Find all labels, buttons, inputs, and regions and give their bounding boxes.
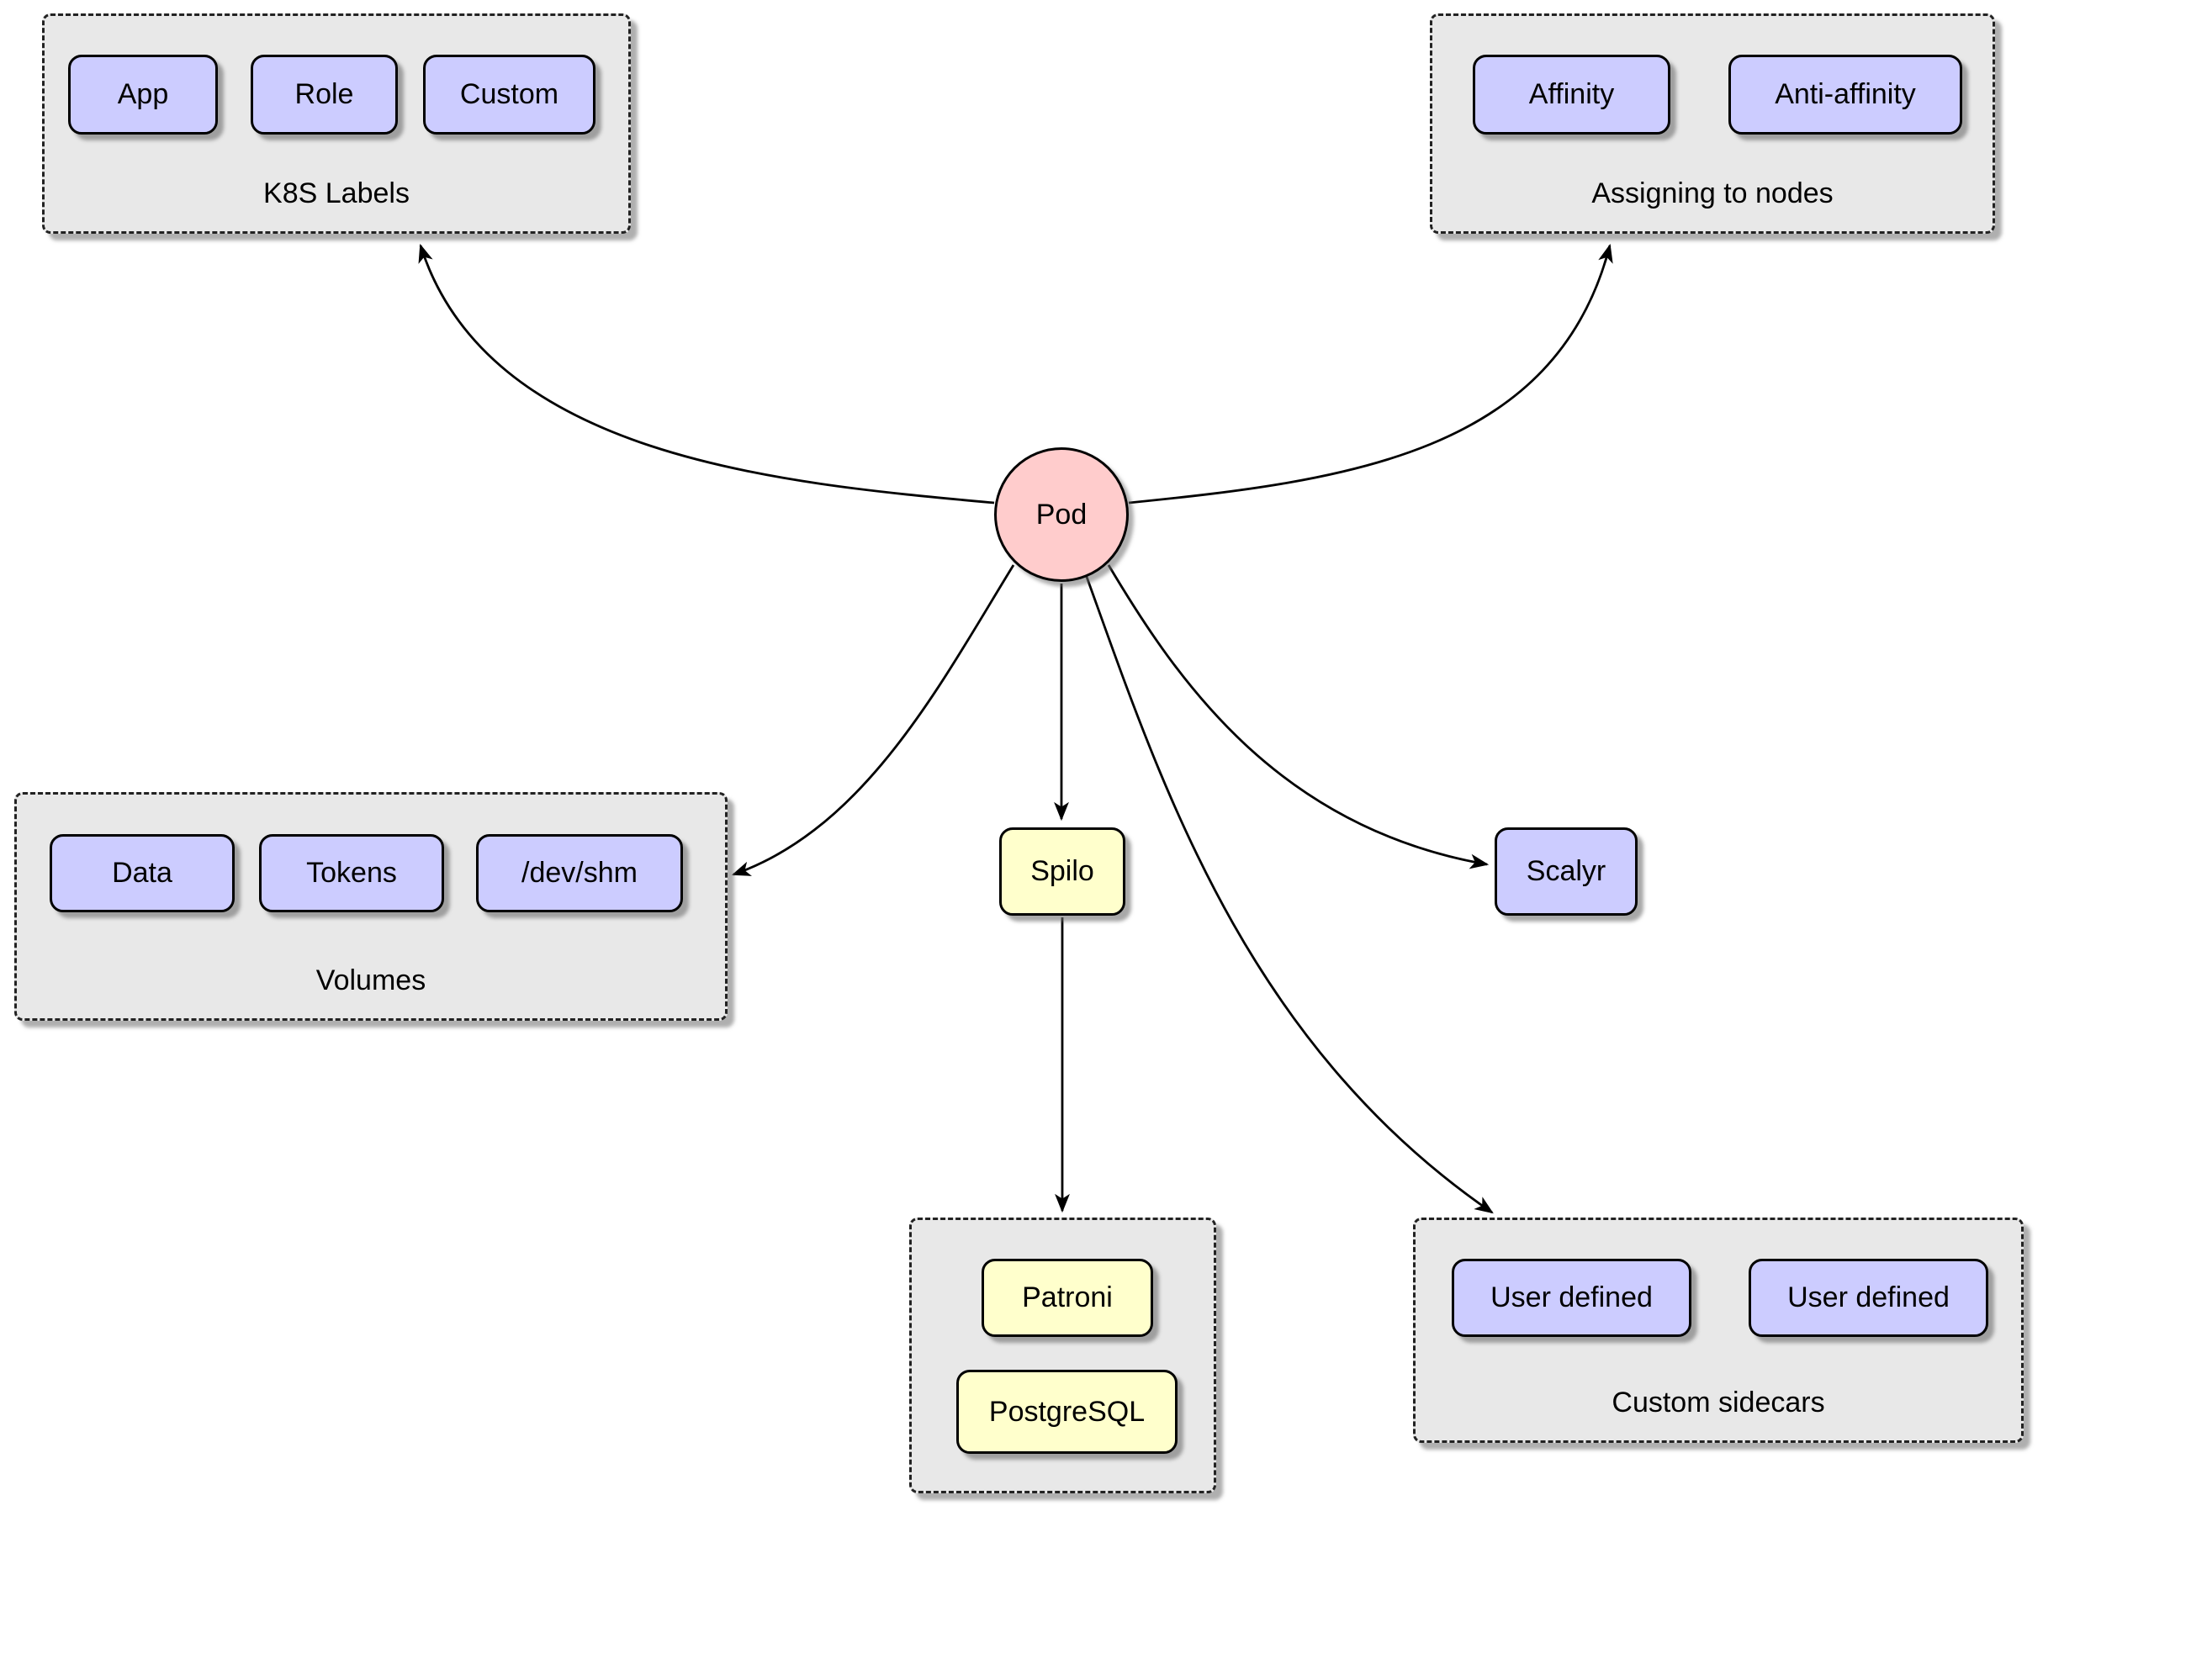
edge-pod-volumes (731, 564, 1015, 876)
node-user-defined-2-label: User defined (1787, 1281, 1950, 1313)
node-role-label: Role (294, 78, 354, 110)
node-patroni-label: Patroni (1022, 1281, 1113, 1313)
node-scalyr: Scalyr (1495, 827, 1638, 916)
node-data: Data (50, 834, 235, 912)
group-title-custom-sidecars: Custom sidecars (1612, 1387, 1825, 1418)
node-spilo-label: Spilo (1030, 855, 1094, 887)
group-title-k8s-labels: K8S Labels (263, 177, 410, 209)
node-user-defined-1: User defined (1452, 1259, 1691, 1337)
group-assigning-to-nodes: Affinity Anti-affinity Assigning to node… (1430, 13, 1995, 234)
node-postgresql-label: PostgreSQL (988, 1395, 1146, 1428)
node-dev-shm: /dev/shm (476, 834, 683, 912)
group-title-assigning-to-nodes: Assigning to nodes (1591, 177, 1834, 209)
node-dev-shm-label: /dev/shm (521, 857, 638, 889)
node-scalyr-label: Scalyr (1526, 855, 1606, 887)
group-title-volumes: Volumes (315, 964, 426, 996)
node-role: Role (251, 55, 398, 135)
node-user-defined-1-label: User defined (1490, 1281, 1653, 1313)
node-anti-affinity: Anti-affinity (1728, 55, 1962, 135)
group-spilo-stack: Patroni PostgreSQL (909, 1218, 1216, 1493)
node-postgresql: PostgreSQL (956, 1370, 1178, 1454)
node-user-defined-2: User defined (1749, 1259, 1988, 1337)
node-affinity: Affinity (1473, 55, 1670, 135)
node-custom-label: Custom (459, 78, 559, 110)
node-app: App (68, 55, 218, 135)
node-tokens-label: Tokens (306, 857, 397, 889)
edge-pod-scalyr (1107, 564, 1490, 869)
node-app-label: App (117, 78, 169, 110)
node-custom: Custom (423, 55, 595, 135)
node-affinity-label: Affinity (1528, 78, 1615, 110)
edge-pod-assigning (1128, 243, 1613, 505)
edge-pod-sidecars (1085, 576, 1494, 1214)
node-patroni: Patroni (982, 1259, 1153, 1337)
group-volumes: Data Tokens /dev/shm Volumes (14, 792, 728, 1021)
group-custom-sidecars: User defined User defined Custom sidecar… (1413, 1218, 2024, 1443)
node-pod-label: Pod (1035, 498, 1088, 531)
node-data-label: Data (112, 857, 172, 889)
node-pod: Pod (994, 447, 1129, 582)
node-spilo: Spilo (999, 827, 1125, 916)
group-k8s-labels: App Role Custom K8S Labels (42, 13, 631, 234)
node-tokens: Tokens (259, 834, 444, 912)
edge-pod-k8s-labels (418, 243, 995, 505)
node-anti-affinity-label: Anti-affinity (1775, 78, 1916, 110)
